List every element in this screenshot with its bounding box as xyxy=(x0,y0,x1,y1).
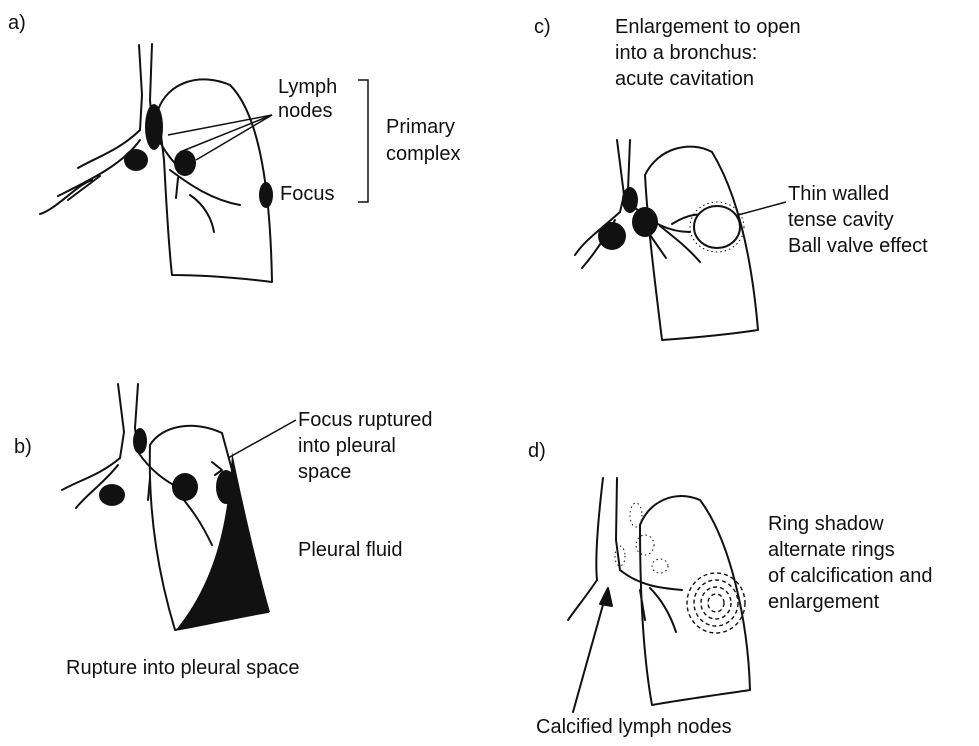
panel-c-letter: c) xyxy=(534,16,551,39)
panel-d-trachea-right xyxy=(616,478,620,570)
panel-b-caption: Rupture into pleural space xyxy=(66,657,299,679)
panel-a-lymph-label-2: nodes xyxy=(278,100,333,122)
panel-b-focus-label-2: into pleural xyxy=(298,435,396,457)
panel-c-cavity-label-2: tense cavity xyxy=(788,209,894,231)
panel-d-arrow-shaft xyxy=(573,594,606,712)
panel-c-node-upper xyxy=(622,187,638,213)
panel-b-node-hilar-left xyxy=(99,484,125,506)
panel-a-node-hilar-right xyxy=(174,150,196,176)
panel-a-lymph-label-1: Lymph xyxy=(278,76,337,98)
panel-c-cavity-label-3: Ball valve effect xyxy=(788,235,928,257)
panel-a-primary-label-1: Primary xyxy=(386,116,455,138)
panel-a-focus-label: Focus xyxy=(280,183,334,205)
panel-b-node-hilar-right xyxy=(172,473,198,501)
panel-d-ring-label-3: of calcification and xyxy=(768,565,933,587)
panel-d-ring-label-1: Ring shadow xyxy=(768,513,884,535)
panel-d-ring-label-4: enlargement xyxy=(768,591,879,613)
panel-c-cavity-wall xyxy=(694,206,740,248)
panel-b-leaders xyxy=(228,420,296,458)
panel-d-bronchus-left xyxy=(568,580,597,620)
panel-c-node-hilar-left xyxy=(598,222,626,250)
panel-a-node-hilar-left xyxy=(124,149,148,171)
panel-a-drawing xyxy=(40,44,272,282)
panel-d-bronchus-right xyxy=(620,570,682,632)
panel-b-pleural-fluid-label: Pleural fluid xyxy=(298,539,403,561)
panel-d-ring-shadow xyxy=(687,573,745,633)
panel-d-ring-label-2: alternate rings xyxy=(768,539,895,561)
panel-c-title-3: acute cavitation xyxy=(615,68,754,90)
panel-d-lung xyxy=(640,496,750,705)
panel-c-node-hilar-right xyxy=(632,207,658,237)
panel-b-focus-label-3: space xyxy=(298,461,351,483)
panel-d-drawing xyxy=(568,478,750,712)
panel-c-leaders xyxy=(738,202,786,215)
panel-d-calcified-nodes xyxy=(615,503,668,573)
panel-a-focus-spot xyxy=(259,182,273,208)
panel-c-title-1: Enlargement to open xyxy=(615,16,801,38)
panel-c-cavity-label-1: Thin walled xyxy=(788,183,889,205)
panel-b-fill xyxy=(99,428,270,630)
panel-a-lung xyxy=(158,79,272,282)
panel-d-letter: d) xyxy=(528,440,546,463)
panel-c-title-2: into a bronchus: xyxy=(615,42,757,64)
panel-a-primary-label-2: complex xyxy=(386,143,460,165)
panel-a-bracket xyxy=(358,80,368,202)
panel-c-fill xyxy=(598,187,658,250)
panel-d-caption: Calcified lymph nodes xyxy=(536,716,732,738)
panel-a-letter: a) xyxy=(8,12,26,35)
panel-b-letter: b) xyxy=(14,436,32,459)
panel-b-node-focus xyxy=(216,470,236,504)
panel-b-focus-label-1: Focus ruptured xyxy=(298,409,433,431)
panel-d-arrow-head xyxy=(600,588,612,606)
panel-b-trachea xyxy=(118,384,124,458)
panel-b-bronchus-right xyxy=(138,452,212,545)
panel-d-trachea xyxy=(596,478,603,580)
panel-b-node-upper xyxy=(133,428,147,454)
panel-a-node-upper xyxy=(145,104,163,150)
panel-a-trachea xyxy=(139,45,142,130)
panel-a-bronchus-left xyxy=(40,130,140,214)
